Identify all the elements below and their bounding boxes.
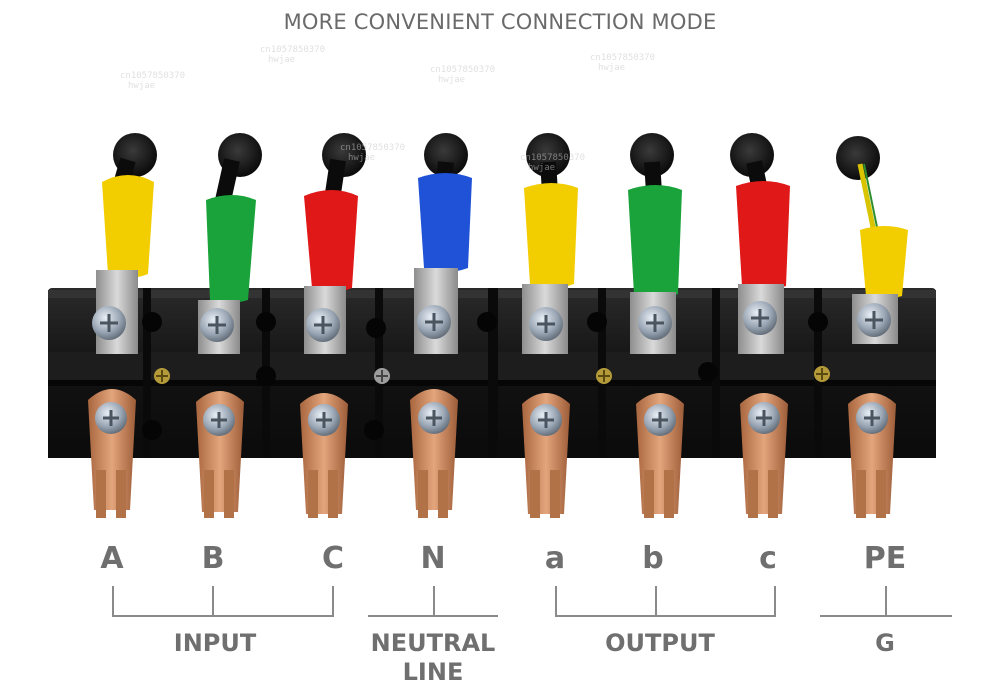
- terminal-label-b: B: [201, 541, 225, 576]
- svg-text:hwjae: hwjae: [348, 153, 375, 163]
- terminal-label-n: N: [420, 541, 446, 576]
- terminal-label-pe: PE: [863, 541, 907, 576]
- terminal-label-a: A: [100, 541, 124, 576]
- terminal-pe: [836, 136, 908, 518]
- mounting-screws: [154, 366, 830, 384]
- svg-text:cn1057850370: cn1057850370: [430, 65, 495, 75]
- group-label-neutral-line1: NEUTRAL: [370, 629, 496, 657]
- svg-text:cn1057850370: cn1057850370: [340, 143, 405, 153]
- svg-text:hwjae: hwjae: [528, 163, 555, 173]
- group-label-neutral: NEUTRAL LINE: [360, 629, 506, 687]
- group-label-ground: G: [875, 629, 895, 657]
- terminal-b: [196, 133, 262, 518]
- terminal-a: [88, 133, 157, 518]
- terminal-n: [410, 133, 472, 518]
- svg-text:hwjae: hwjae: [128, 81, 155, 91]
- svg-text:hwjae: hwjae: [438, 75, 465, 85]
- terminal-c-out: [730, 133, 790, 518]
- terminal-a-out: [522, 133, 578, 518]
- terminal-label-b-out: b: [642, 541, 664, 576]
- terminal-label-c-out: c: [759, 541, 777, 576]
- svg-text:cn1057850370: cn1057850370: [590, 53, 655, 63]
- group-label-input: INPUT: [173, 629, 257, 657]
- block-holes: [142, 312, 828, 440]
- svg-text:cn1057850370: cn1057850370: [520, 153, 585, 163]
- svg-text:cn1057850370: cn1057850370: [260, 45, 325, 55]
- group-label-neutral-line2: LINE: [402, 658, 464, 686]
- svg-text:hwjae: hwjae: [268, 55, 295, 65]
- group-label-output: OUTPUT: [605, 629, 715, 657]
- terminal-b-out: [628, 133, 684, 518]
- terminal-label-a-out: a: [544, 541, 566, 576]
- svg-text:hwjae: hwjae: [598, 63, 625, 73]
- svg-text:cn1057850370: cn1057850370: [120, 71, 185, 81]
- terminal-label-c: C: [321, 541, 345, 576]
- page-title: MORE CONVENIENT CONNECTION MODE: [283, 10, 717, 34]
- terminal-c: [300, 133, 366, 518]
